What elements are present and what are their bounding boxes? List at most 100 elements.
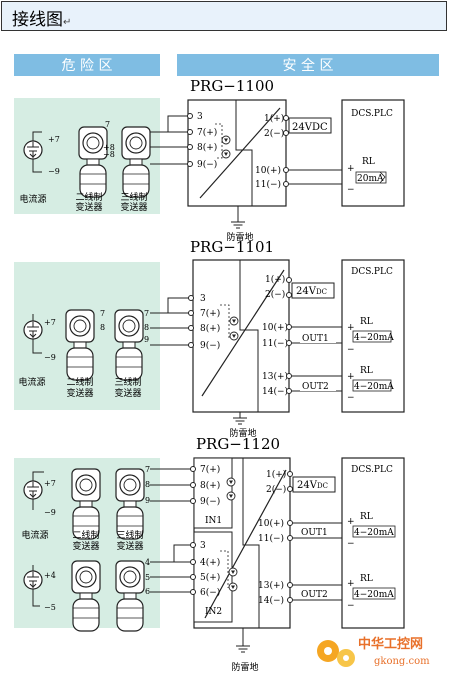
svg-text:4−20mA: 4−20mA bbox=[354, 590, 394, 600]
zone-header-safe: 安 全 区 bbox=[177, 54, 439, 76]
svg-text:变送器: 变送器 bbox=[114, 387, 141, 399]
svg-text:4(+): 4(+) bbox=[200, 557, 220, 568]
svg-text:−: − bbox=[347, 185, 355, 195]
svg-text:14(−): 14(−) bbox=[262, 386, 288, 397]
ground-icon bbox=[232, 417, 248, 425]
svg-text:+7: +7 bbox=[48, 135, 60, 144]
svg-text:防雷地: 防雷地 bbox=[229, 427, 256, 439]
svg-text:11(−): 11(−) bbox=[258, 533, 284, 544]
svg-text:13(+): 13(+) bbox=[258, 580, 284, 591]
svg-text:4: 4 bbox=[145, 558, 150, 567]
svg-text:二线制: 二线制 bbox=[66, 376, 93, 388]
svg-text:−8: −8 bbox=[103, 150, 115, 159]
svg-text:三线制: 三线制 bbox=[114, 376, 141, 388]
svg-text:4−20mA: 4−20mA bbox=[354, 382, 394, 392]
svg-text:7: 7 bbox=[100, 309, 105, 318]
model-name: PRG−1101 bbox=[190, 238, 274, 256]
svg-text:IN1: IN1 bbox=[205, 516, 222, 526]
zone-header-danger: 危 险 区 bbox=[14, 54, 160, 76]
svg-text:7(+): 7(+) bbox=[200, 308, 220, 319]
svg-text:2(−): 2(−) bbox=[266, 484, 286, 495]
svg-text:6(−): 6(−) bbox=[200, 587, 220, 598]
watermark: 中华工控网 gkong.com bbox=[317, 636, 430, 667]
svg-text:13(+): 13(+) bbox=[262, 371, 288, 382]
svg-text:−9: −9 bbox=[44, 508, 56, 517]
svg-text:变送器: 变送器 bbox=[120, 201, 147, 213]
label-current-source: 电流源 bbox=[19, 193, 46, 205]
diagram-prg-1101: PRG−1101 +7 −9 7 8 7 8 9 电流源 二线制 变送器 三线制… bbox=[14, 238, 405, 439]
svg-text:20mA: 20mA bbox=[357, 174, 384, 184]
svg-text:1(+): 1(+) bbox=[266, 469, 286, 480]
svg-text:2(−): 2(−) bbox=[265, 289, 285, 300]
svg-text:2(−): 2(−) bbox=[264, 128, 284, 139]
ground-icon bbox=[230, 221, 246, 229]
svg-text:9(−): 9(−) bbox=[200, 496, 220, 507]
svg-text:8: 8 bbox=[145, 480, 150, 489]
svg-text:−: − bbox=[347, 345, 355, 355]
svg-text:7: 7 bbox=[105, 120, 110, 129]
svg-text:11(−): 11(−) bbox=[262, 338, 288, 349]
svg-text:3: 3 bbox=[200, 541, 206, 551]
page-title: 接线图↵ bbox=[12, 10, 72, 30]
svg-text:OUT1: OUT1 bbox=[301, 528, 328, 538]
svg-text:OUT2: OUT2 bbox=[302, 382, 329, 392]
svg-text:RL: RL bbox=[360, 512, 373, 522]
svg-text:14(−): 14(−) bbox=[258, 595, 284, 606]
current-source-icon bbox=[23, 320, 43, 340]
svg-text:电流源: 电流源 bbox=[18, 376, 45, 388]
svg-text:−9: −9 bbox=[44, 353, 56, 362]
svg-text:+8: +8 bbox=[103, 143, 115, 152]
svg-text:9: 9 bbox=[145, 496, 150, 505]
svg-text:5(+): 5(+) bbox=[200, 572, 220, 583]
svg-text:8(+): 8(+) bbox=[200, 323, 220, 334]
svg-text:8(+): 8(+) bbox=[197, 142, 217, 153]
svg-text:−5: −5 bbox=[44, 603, 56, 612]
svg-text:+: + bbox=[347, 372, 355, 382]
svg-text:10(+): 10(+) bbox=[255, 165, 281, 176]
watermark-url: gkong.com bbox=[374, 656, 430, 667]
svg-text:变送器: 变送器 bbox=[75, 201, 102, 213]
current-source-icon bbox=[23, 480, 43, 500]
svg-text:变送器: 变送器 bbox=[72, 540, 99, 552]
svg-text:6: 6 bbox=[145, 587, 150, 596]
svg-text:24VDC: 24VDC bbox=[297, 480, 328, 491]
dcs-plc-box bbox=[341, 457, 405, 629]
svg-text:10(+): 10(+) bbox=[262, 322, 288, 333]
svg-text:24VDC: 24VDC bbox=[296, 286, 327, 297]
ground-icon bbox=[235, 645, 251, 653]
svg-text:−9: −9 bbox=[48, 167, 60, 176]
model-name: PRG−1120 bbox=[196, 435, 280, 453]
svg-text:3: 3 bbox=[197, 112, 203, 122]
supply-label: 24VDC bbox=[292, 122, 328, 133]
svg-text:9(−): 9(−) bbox=[197, 159, 217, 170]
svg-text:RL: RL bbox=[360, 574, 373, 584]
svg-text:二线制: 二线制 bbox=[72, 529, 99, 541]
svg-text:7(+): 7(+) bbox=[200, 464, 220, 475]
svg-text:11(−): 11(−) bbox=[255, 179, 281, 190]
svg-text:DCS.PLC: DCS.PLC bbox=[351, 465, 393, 475]
dcs-plc-box bbox=[341, 99, 405, 207]
svg-text:−: − bbox=[347, 601, 355, 611]
paragraph-mark: ↵ bbox=[63, 17, 72, 28]
svg-text:−: − bbox=[347, 393, 355, 403]
diagram-prg-1120: PRG−1120 +7 −9 7 8 9 电流源 二线制 变送器 三线制 变送器… bbox=[14, 435, 405, 673]
svg-text:7: 7 bbox=[145, 465, 150, 474]
svg-text:+: + bbox=[347, 579, 355, 589]
svg-text:+: + bbox=[347, 323, 355, 333]
svg-text:1(+): 1(+) bbox=[264, 113, 284, 124]
title-bar: 接线图↵ bbox=[1, 1, 447, 31]
svg-text:RL: RL bbox=[360, 366, 373, 376]
zone-label-danger: 危 险 区 bbox=[62, 58, 113, 74]
svg-text:+4: +4 bbox=[44, 571, 56, 580]
svg-text:9: 9 bbox=[144, 335, 149, 344]
model-name: PRG−1100 bbox=[190, 77, 274, 95]
svg-text:+: + bbox=[347, 164, 355, 174]
svg-text:DCS.PLC: DCS.PLC bbox=[351, 267, 393, 277]
svg-text:7: 7 bbox=[144, 309, 149, 318]
svg-text:+7: +7 bbox=[44, 318, 56, 327]
zone-label-safe: 安 全 区 bbox=[283, 57, 334, 74]
svg-text:7(+): 7(+) bbox=[197, 127, 217, 138]
svg-text:+7: +7 bbox=[44, 479, 56, 488]
svg-text:RL: RL bbox=[360, 317, 373, 327]
label-lightning-ground: 防雷地 bbox=[226, 231, 253, 243]
